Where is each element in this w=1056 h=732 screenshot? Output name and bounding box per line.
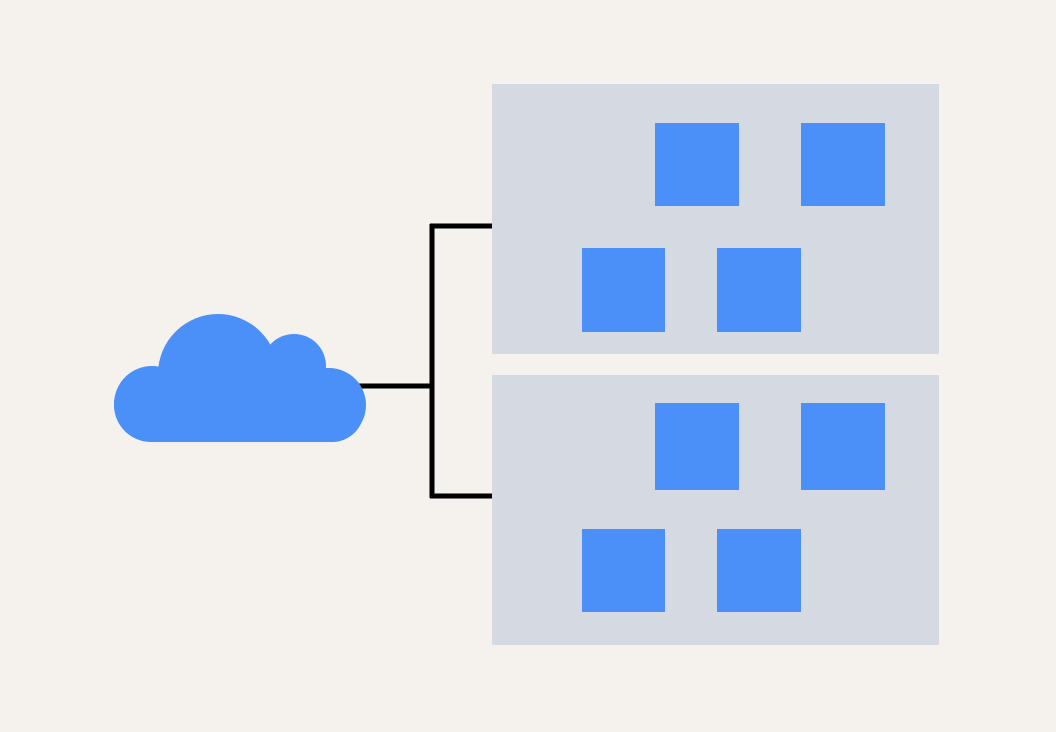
panel-top-tile-2 — [801, 123, 885, 206]
cloud-icon — [114, 314, 366, 442]
connector-lines — [352, 223, 492, 499]
panel-top-tile-3 — [582, 248, 665, 332]
panel-top — [492, 84, 939, 354]
cloud-puff-right — [300, 378, 364, 442]
cloud-puff-small — [262, 334, 326, 398]
cloud-puff-left — [114, 366, 190, 442]
panel-bottom-tile-4 — [717, 529, 801, 612]
panel-bottom-tile-2 — [801, 403, 885, 490]
panel-top-tile-4 — [717, 248, 801, 332]
panel-bottom — [492, 375, 939, 645]
panel-bottom-tile-3 — [582, 529, 665, 612]
panel-bottom-tile-1 — [655, 403, 739, 490]
panel-top-tile-1 — [655, 123, 739, 206]
